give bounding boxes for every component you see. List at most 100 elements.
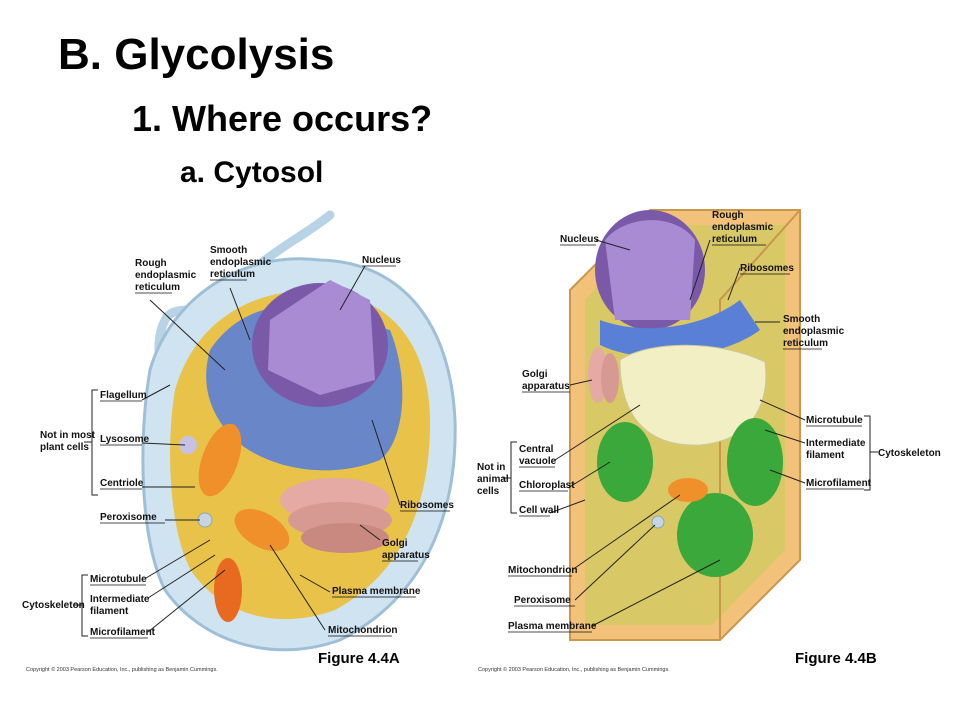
svg-text:Golgi: Golgi — [382, 538, 408, 549]
label-plasma-b: Plasma membrane — [508, 621, 597, 633]
svg-text:Intermediate: Intermediate — [90, 594, 150, 605]
svg-text:Mitochondrion: Mitochondrion — [508, 565, 577, 576]
label-golgi-b: Golgi apparatus — [522, 369, 570, 393]
svg-text:Intermediate: Intermediate — [806, 438, 866, 449]
plant-chloroplast-2 — [727, 418, 783, 506]
svg-text:Central: Central — [519, 444, 554, 455]
svg-text:Microfilament: Microfilament — [806, 478, 872, 489]
label-peroxisome-a: Peroxisome — [100, 512, 165, 524]
svg-text:Microfilament: Microfilament — [90, 627, 156, 638]
svg-text:filament: filament — [806, 450, 845, 461]
animal-mitochondrion-1 — [198, 423, 242, 497]
svg-text:filament: filament — [90, 606, 129, 617]
svg-text:endoplasmic: endoplasmic — [135, 270, 197, 281]
svg-text:endoplasmic: endoplasmic — [712, 222, 774, 233]
label-intermediate-a: Intermediate filament — [90, 594, 150, 617]
plant-cell-figure: Nucleus Rough endoplasmic reticulum Ribo… — [477, 209, 941, 641]
svg-text:Chloroplast: Chloroplast — [519, 480, 575, 491]
label-not-in-animal-b: Not in animal cells — [477, 462, 509, 497]
svg-text:Peroxisome: Peroxisome — [514, 595, 571, 606]
svg-text:Smooth: Smooth — [783, 314, 820, 325]
svg-text:endoplasmic: endoplasmic — [210, 257, 272, 268]
svg-text:Cytoskeleton: Cytoskeleton — [878, 448, 941, 459]
label-golgi-a: Golgi apparatus — [382, 538, 430, 562]
plant-central-vacuole — [619, 344, 767, 446]
label-microfilament-b: Microfilament — [806, 478, 872, 490]
animal-nucleolus-cut — [268, 280, 375, 395]
animal-cell-figure: Rough endoplasmic reticulum Smooth endop… — [22, 210, 457, 652]
label-not-in-plant-a: Not in most plant cells — [40, 430, 96, 453]
svg-text:reticulum: reticulum — [712, 234, 757, 245]
label-microfilament-a: Microfilament — [90, 627, 156, 639]
label-nucleus-b: Nucleus — [560, 234, 599, 246]
figure-caption-b: Figure 4.4B — [795, 650, 877, 667]
label-cytoskeleton-b: Cytoskeleton — [878, 448, 941, 459]
svg-text:Ribosomes: Ribosomes — [740, 263, 794, 274]
svg-text:Ribosomes: Ribosomes — [400, 500, 454, 511]
label-rough-er-b: Rough endoplasmic reticulum — [712, 210, 774, 246]
label-microtubule-b: Microtubule — [806, 415, 863, 427]
svg-text:vacuole: vacuole — [519, 456, 557, 467]
slide-subtitle-1: 1. Where occurs? — [132, 98, 433, 139]
plant-mitochondrion — [668, 478, 708, 502]
label-smooth-er-a: Smooth endoplasmic reticulum — [210, 245, 272, 281]
svg-text:Not in most: Not in most — [40, 430, 96, 441]
label-mito-b: Mitochondrion — [508, 565, 577, 577]
slide-title: B. Glycolysis — [58, 30, 335, 79]
svg-text:Microtubule: Microtubule — [806, 415, 863, 426]
svg-text:Rough: Rough — [135, 258, 167, 269]
label-mito-a: Mitochondrion — [328, 625, 397, 637]
svg-text:Lysosome: Lysosome — [100, 434, 150, 445]
animal-lysosome — [179, 436, 197, 454]
label-centriole-a: Centriole — [100, 478, 144, 490]
label-cytoskeleton-a: Cytoskeleton — [22, 600, 85, 611]
svg-text:animal: animal — [477, 474, 509, 485]
figure-caption-a: Figure 4.4A — [318, 650, 400, 667]
plant-nucleus-cut — [605, 220, 695, 320]
plant-chloroplast-3 — [677, 493, 753, 577]
svg-text:Nucleus: Nucleus — [362, 255, 401, 266]
copyright-b: Copyright © 2003 Pearson Education, Inc.… — [478, 667, 670, 673]
svg-text:Flagellum: Flagellum — [100, 390, 147, 401]
svg-text:Nucleus: Nucleus — [560, 234, 599, 245]
label-chloroplast-b: Chloroplast — [519, 480, 575, 492]
label-flagellum-a: Flagellum — [100, 390, 147, 402]
svg-text:apparatus: apparatus — [522, 381, 570, 392]
label-ribosomes-b: Ribosomes — [740, 263, 794, 275]
label-central-vacuole-b: Central vacuole — [519, 444, 557, 468]
label-lysosome-a: Lysosome — [100, 434, 150, 446]
label-intermediate-b: Intermediate filament — [806, 438, 866, 461]
svg-text:Smooth: Smooth — [210, 245, 247, 256]
label-smooth-er-b: Smooth endoplasmic reticulum — [783, 314, 845, 350]
svg-text:reticulum: reticulum — [135, 282, 180, 293]
svg-text:Cytoskeleton: Cytoskeleton — [22, 600, 85, 611]
label-rough-er-a: Rough endoplasmic reticulum — [135, 258, 197, 294]
animal-peroxisome — [197, 512, 213, 528]
svg-text:reticulum: reticulum — [783, 338, 828, 349]
svg-text:Plasma membrane: Plasma membrane — [332, 586, 421, 597]
label-nucleus-a: Nucleus — [362, 255, 401, 267]
label-microtubule-a: Microtubule — [90, 574, 147, 586]
svg-text:Centriole: Centriole — [100, 478, 144, 489]
svg-text:Mitochondrion: Mitochondrion — [328, 625, 397, 636]
svg-text:Cell wall: Cell wall — [519, 505, 559, 516]
animal-mitochondrion-3 — [214, 558, 242, 622]
svg-text:reticulum: reticulum — [210, 269, 255, 280]
slide-subtitle-2: a. Cytosol — [180, 156, 324, 189]
label-plasma-a: Plasma membrane — [332, 586, 421, 598]
plant-golgi — [588, 347, 619, 403]
svg-text:plant cells: plant cells — [40, 442, 89, 453]
svg-text:Not in: Not in — [477, 462, 505, 473]
svg-text:Microtubule: Microtubule — [90, 574, 147, 585]
label-ribosomes-a: Ribosomes — [400, 500, 454, 512]
svg-text:Golgi: Golgi — [522, 369, 548, 380]
svg-text:Plasma membrane: Plasma membrane — [508, 621, 597, 632]
svg-text:cells: cells — [477, 486, 500, 497]
animal-mitochondrion-2 — [234, 508, 290, 552]
animal-golgi — [280, 478, 392, 553]
copyright-a: Copyright © 2003 Pearson Education, Inc.… — [26, 667, 218, 673]
plant-chloroplast-1 — [597, 422, 653, 502]
label-peroxisome-b: Peroxisome — [514, 595, 575, 607]
svg-text:apparatus: apparatus — [382, 550, 430, 561]
